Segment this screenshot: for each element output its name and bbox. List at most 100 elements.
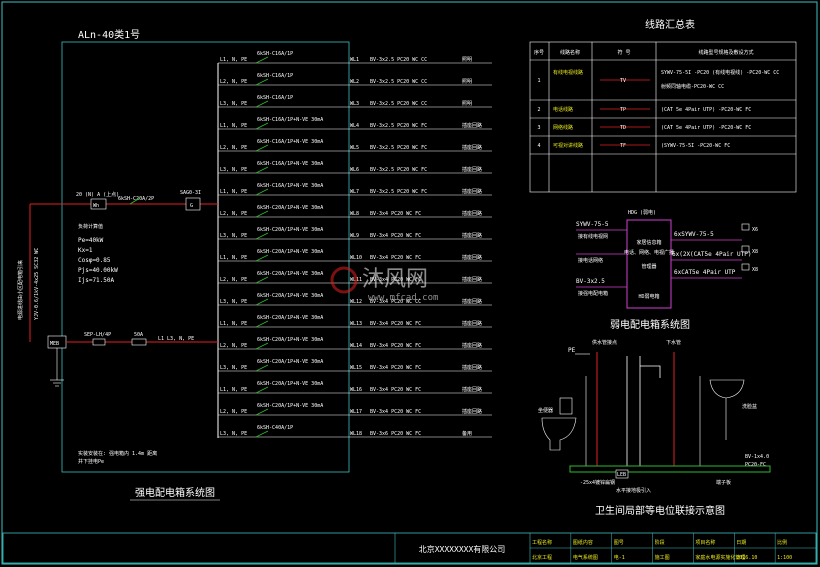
- circuit-breaker: 6kSH-C20A/1P+N-VE 30mA: [257, 227, 323, 233]
- bathroom-bonding-diagram: PE 供水管接点 下水管 坐便器 洗脸盆 BV-1x4.0 PC20-FC 端子…: [538, 339, 771, 517]
- circuit-line-no: WL8: [350, 211, 359, 217]
- circuit-breaker: 6kSH-C20A/1P+N-VE 30mA: [257, 337, 323, 343]
- panel-box: [61, 41, 350, 473]
- circuit-phase: L3, N, PE: [220, 365, 247, 371]
- breaker-switch-icon: [255, 122, 269, 130]
- circuit-load: 插座回路: [462, 298, 482, 305]
- circuit-cable: BV-3x2.5 PC20 WC FC: [370, 189, 427, 195]
- circuit-phase: L3, N, PE: [220, 431, 247, 437]
- main-breaker-switch: [129, 197, 141, 205]
- circuit-load: 插座回路: [462, 210, 482, 217]
- bath-ground-2: 水平接地极引入: [616, 487, 651, 494]
- param-pe: Pe=40kW: [78, 237, 104, 244]
- circuit-load: 插座回路: [462, 166, 482, 173]
- circuit-phase: L1, N, PE: [220, 387, 247, 393]
- breaker-switch-icon: [255, 254, 269, 262]
- summary-header-spec: 线路型号规格及敷设方式: [698, 49, 753, 56]
- breaker-switch-icon: [255, 188, 269, 196]
- summary-frame: [529, 41, 797, 193]
- fuse-symbol-2: [131, 338, 147, 346]
- breaker-switch-icon: [255, 276, 269, 284]
- circuit-cable: BV-3x4 PC20 WC FC: [370, 365, 421, 371]
- circuit-load: 插座回路: [462, 232, 482, 239]
- breaker-switch-icon: [255, 144, 269, 152]
- summary-row-3-name: 网络线路: [553, 124, 573, 131]
- circuit-cable: BV-3x2.5 PC20 WC CC: [370, 101, 427, 107]
- breaker-switch-icon: [255, 430, 269, 438]
- summary-row-1-symbol: TV: [620, 78, 626, 84]
- circuit-cable: BV-3x4 PC20 WC FC: [370, 233, 421, 239]
- circuit-phase: L2, N, PE: [220, 343, 247, 349]
- breaker-switch-icon: [255, 210, 269, 218]
- title-block-cell: 电-1: [614, 554, 625, 561]
- circuit-breaker: 6kSH-C20A/1P+N-VE 30mA: [257, 293, 323, 299]
- circuit-load: 插座回路: [462, 364, 482, 371]
- feeder-note: 电源进线由小区配电箱引来: [17, 260, 24, 320]
- wash-basin: [709, 379, 745, 399]
- weak-in-top-note: 接有线电视网: [578, 233, 608, 240]
- leb-label: LEB: [617, 472, 626, 478]
- circuit-phase: L3, N, PE: [220, 167, 247, 173]
- circuit-cable: BV-3x4 PC20 WC FC: [370, 387, 421, 393]
- summary-row-4-spec1: (SYWV-75-5I -PC20-WC FC: [661, 143, 730, 149]
- breaker-switch-icon: [255, 298, 269, 306]
- summary-row-4-name: 可视对讲线路: [553, 142, 583, 149]
- summary-row-4-no: 4: [537, 143, 540, 149]
- title-block-cell: 北京工程: [532, 554, 552, 561]
- spd-box: [185, 197, 201, 211]
- weak-in-mid-note: 接电话网络: [578, 257, 603, 264]
- panel-title: ALn-40类1号: [78, 28, 140, 41]
- circuit-load: 插座回路: [462, 386, 482, 393]
- title-block-cell: 家庭水电源实施化管理: [695, 554, 745, 561]
- summary-title: 线路汇总表: [645, 18, 695, 31]
- weak-out-3: 6xCAT5e 4Pair UTP: [674, 269, 736, 276]
- circuit-breaker: 6kSH-C20A/1P+N-VE 30mA: [257, 403, 323, 409]
- circuit-cable: BV-3x4 PC20 WC FC: [370, 211, 421, 217]
- breaker-switch-icon: [255, 386, 269, 394]
- bath-sink-note: 洗脸盆: [742, 403, 757, 410]
- breaker-switch-icon: [255, 320, 269, 328]
- bath-toilet-note: 坐便器: [538, 407, 553, 414]
- circuit-line-no: WL9: [350, 233, 359, 239]
- circuit-load: 插座回路: [462, 144, 482, 151]
- breaker-switch-icon: [255, 342, 269, 350]
- weak-box-label: HDG (弱电): [628, 209, 656, 216]
- tv-outlet-icon: [741, 223, 750, 231]
- title-block-cell: 2016.10: [736, 555, 757, 561]
- circuit-phase: L2, N, PE: [220, 409, 247, 415]
- summary-row-2-symbol: TP: [620, 107, 626, 113]
- breaker-switch-icon: [255, 78, 269, 86]
- company-name: 北京XXXXXXXX有限公司: [419, 544, 506, 554]
- circuit-phase: L3, N, PE: [220, 101, 247, 107]
- summary-row-3-no: 3: [537, 125, 540, 131]
- title-block-cell: 电气系统图: [573, 554, 598, 561]
- circuit-line-no: WL4: [350, 123, 359, 129]
- incoming-label: 20 (N) A (上点): [76, 191, 119, 198]
- summary-row-1-name: 有线电视线路: [553, 69, 583, 76]
- circuit-breaker: 6kSH-C20A/1P+N-VE 30mA: [257, 315, 323, 321]
- circuit-breaker: 6kSH-C16A/1P+N-VE 30mA: [257, 183, 323, 189]
- bath-pe-note: 供水管接点: [592, 339, 617, 346]
- circuit-load: 插座回路: [462, 254, 482, 261]
- circuit-phase: L1, N, PE: [220, 189, 247, 195]
- circuit-cable: BV-3x4 PC20 WC FC: [370, 409, 421, 415]
- floor-slab: [569, 465, 771, 473]
- meter-symbol: Wh: [93, 203, 99, 209]
- circuit-line-no: WL18: [350, 431, 362, 437]
- panel-caption: 强电配电箱系统图: [135, 486, 215, 499]
- circuit-phase: L2, N, PE: [220, 277, 247, 283]
- toilet-tank: [559, 397, 573, 415]
- param-pjs: Pjs=40.00kW: [78, 267, 118, 274]
- summary-row-1-no: 1: [537, 78, 540, 84]
- bath-caption: 卫生间局部等电位联接示意图: [595, 504, 725, 517]
- circuit-cable: BV-3x2.5 PC20 WC FC: [370, 167, 427, 173]
- circuit-line-no: WL3: [350, 101, 359, 107]
- circuit-cable: BV-3x4 PC20 WC FC: [370, 321, 421, 327]
